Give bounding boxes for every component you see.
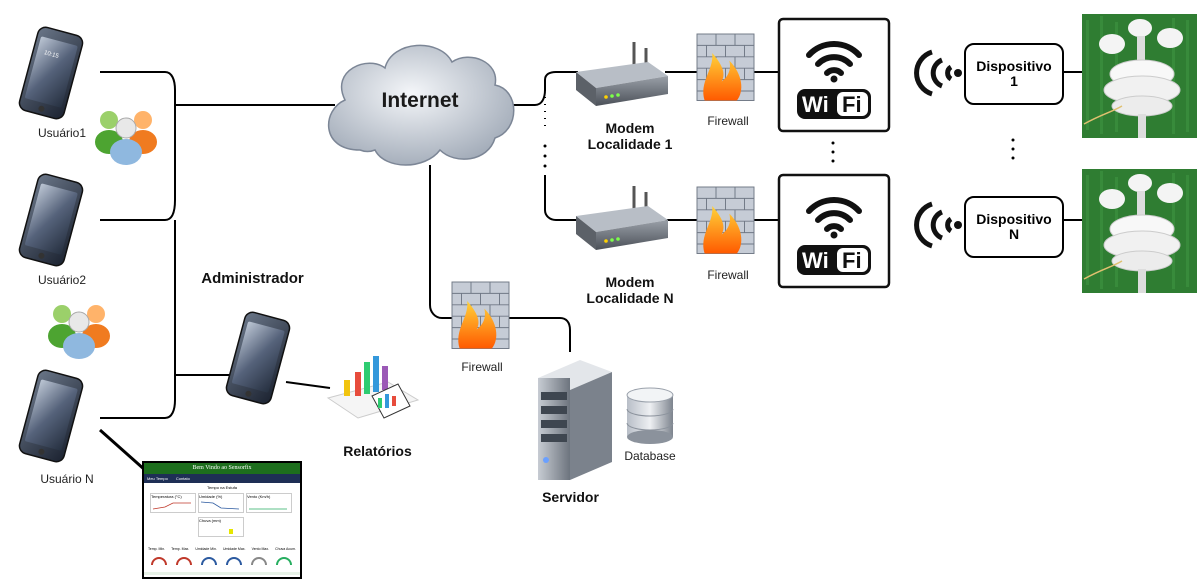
link-screenshot bbox=[99, 428, 146, 472]
router-icon bbox=[574, 184, 670, 252]
mini-chart-title: Chuva (mm) bbox=[199, 518, 222, 523]
sensor-photo bbox=[1081, 13, 1197, 139]
mini-chart: Vento (Km/h) bbox=[246, 493, 292, 513]
cloud-icon bbox=[327, 44, 515, 166]
firewall-1-label: Firewall bbox=[707, 114, 749, 128]
server-icon bbox=[538, 360, 612, 480]
link-usuario1 bbox=[100, 71, 176, 105]
gauge-label: Vento Max. bbox=[251, 547, 270, 551]
link-modemN bbox=[544, 175, 578, 221]
firewall-n-label: Firewall bbox=[707, 268, 749, 282]
gauge-label: Chuva Acum. bbox=[275, 547, 296, 551]
usuario2-label: Usuário2 bbox=[37, 273, 87, 287]
dispositivo-1-line1: Dispositivo bbox=[976, 58, 1052, 74]
database-label: Database bbox=[624, 449, 676, 463]
database-icon bbox=[626, 387, 674, 444]
webapp-header: Bem Vindo ao Sensorfix bbox=[144, 463, 300, 474]
svg-text:Wi: Wi bbox=[802, 248, 829, 273]
webapp-footer bbox=[144, 572, 300, 575]
smartphone-icon bbox=[16, 24, 86, 122]
mini-chart-plot bbox=[152, 502, 191, 510]
administrador-label: Administrador bbox=[201, 270, 304, 287]
link-usuarioN bbox=[100, 220, 176, 419]
router-icon bbox=[574, 40, 670, 108]
gauge-icons bbox=[151, 557, 292, 566]
webapp-screenshot: Bem Vindo ao Sensorfix Meu Tempo Contato… bbox=[142, 461, 302, 579]
modem1-label-line1: Modem bbox=[605, 120, 655, 136]
dispositivo-1-line2: 1 bbox=[1010, 73, 1018, 89]
mini-chart-title: Vento (Km/h) bbox=[247, 494, 271, 499]
mini-chart-title: Umidade (%) bbox=[199, 494, 223, 499]
dispositivo-n-line1: Dispositivo bbox=[976, 211, 1052, 227]
usuario1-label: Usuário1 bbox=[37, 126, 87, 140]
link-usuario2 bbox=[100, 105, 176, 221]
mini-chart-plot bbox=[229, 529, 233, 534]
gauge-label: Temp. Min. bbox=[148, 547, 166, 551]
firewall-icon bbox=[696, 33, 755, 101]
svg-text:Fi: Fi bbox=[842, 92, 862, 117]
servidor-label: Servidor bbox=[542, 489, 599, 505]
relatorios-label: Relatórios bbox=[343, 443, 412, 459]
dispositivo-1-box: Dispositivo 1 bbox=[964, 43, 1064, 105]
svg-text:Wi: Wi bbox=[802, 92, 829, 117]
firewall-icon bbox=[451, 281, 510, 349]
webapp-charts: Temperatura (°C) Umidade (%) Vento (Km/h… bbox=[150, 493, 294, 543]
modem1-label: Modem Localidade 1 bbox=[570, 120, 690, 152]
mini-chart-plot bbox=[200, 501, 240, 510]
webapp-nav-item: Contato bbox=[175, 476, 190, 481]
dispositivo-n-line2: N bbox=[1008, 226, 1020, 242]
smartphone-icon bbox=[16, 367, 86, 465]
modemN-label: Modem Localidade N bbox=[570, 274, 690, 306]
smartphone-icon bbox=[16, 171, 86, 269]
modemN-label-line1: Modem bbox=[605, 274, 655, 290]
ellipsis-dots bbox=[543, 138, 1015, 168]
phone-time: 10:15 bbox=[43, 50, 60, 60]
modem1-label-line2: Localidade 1 bbox=[587, 136, 673, 152]
mini-chart: Chuva (mm) bbox=[198, 517, 244, 537]
wifi-icon bbox=[779, 19, 889, 131]
mini-chart-plot bbox=[249, 508, 287, 510]
mini-chart: Umidade (%) bbox=[198, 493, 244, 513]
sensor-photo bbox=[1081, 168, 1197, 294]
link-modem1 bbox=[505, 71, 578, 106]
signal-icon bbox=[917, 204, 962, 246]
gauge-label: Umidade Min. bbox=[195, 547, 217, 551]
signal-icon bbox=[917, 52, 962, 94]
connection-lines bbox=[99, 71, 1085, 472]
webapp-nav-item: Meu Tempo bbox=[147, 476, 168, 481]
firewall-icon bbox=[696, 186, 755, 254]
mini-chart-title: Temperatura (°C) bbox=[151, 494, 182, 499]
firewall-server-label: Firewall bbox=[461, 360, 503, 374]
link-relatorios bbox=[285, 381, 331, 389]
modemN-label-line2: Localidade N bbox=[586, 290, 674, 306]
users-icon bbox=[47, 304, 111, 360]
webapp-subtitle: Tempo na Estufa bbox=[206, 485, 238, 490]
webapp-gauges: Temp. Min. Temp. Max. Umidade Min. Umida… bbox=[148, 547, 296, 551]
usuarioN-label: Usuário N bbox=[40, 472, 94, 486]
report-chart-icon bbox=[326, 356, 420, 419]
users-icon bbox=[94, 110, 158, 166]
internet-label: Internet bbox=[381, 89, 459, 112]
gauge-label: Umidade Max. bbox=[222, 547, 246, 551]
mini-chart: Temperatura (°C) bbox=[150, 493, 196, 513]
webapp-nav: Meu Tempo Contato bbox=[144, 474, 300, 483]
gauge-label: Temp. Max. bbox=[171, 547, 190, 551]
wifi-icon bbox=[779, 175, 889, 287]
dispositivo-n-box: Dispositivo N bbox=[964, 196, 1064, 258]
svg-text:Fi: Fi bbox=[842, 248, 862, 273]
smartphone-icon bbox=[223, 309, 293, 407]
